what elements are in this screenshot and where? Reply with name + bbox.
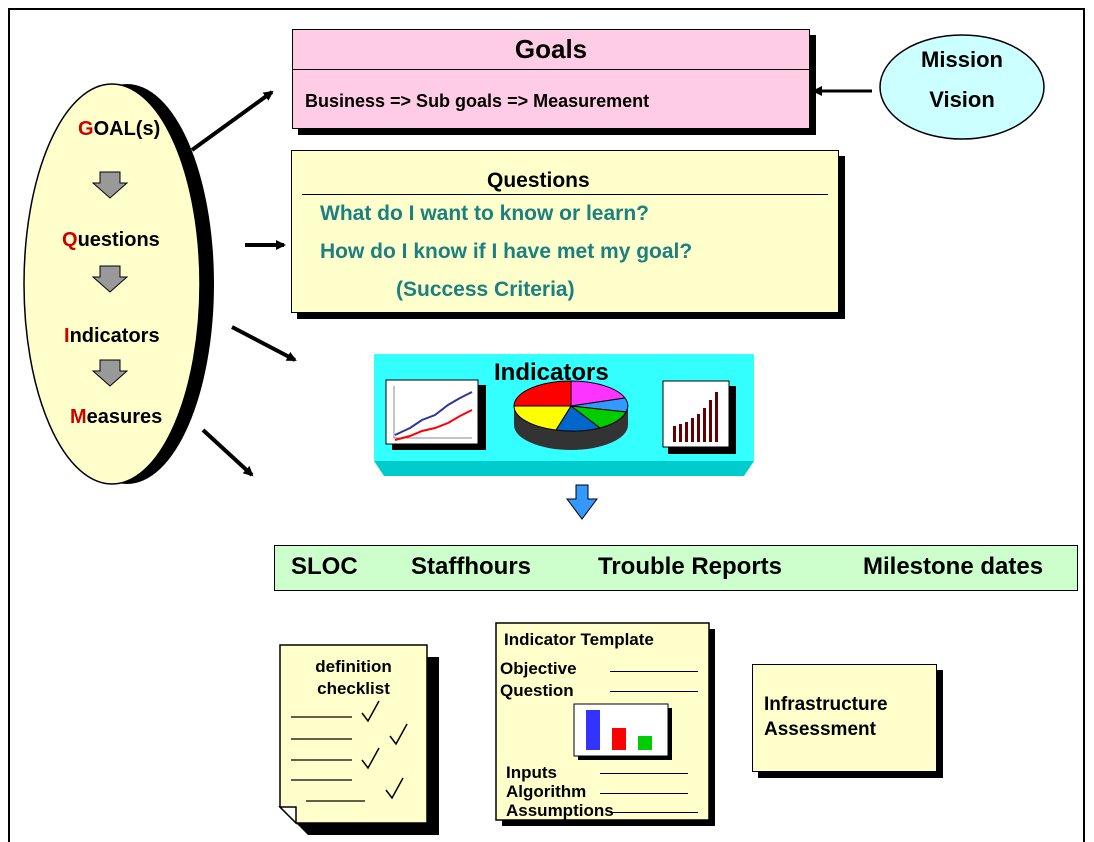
initial-letter: G xyxy=(78,118,94,140)
down-arrow-icon xyxy=(91,265,129,293)
template-field: Inputs xyxy=(506,763,557,782)
blue-down-arrow-icon xyxy=(566,484,598,520)
template-title: Indicator Template xyxy=(504,630,654,649)
mission-label: Mission xyxy=(921,47,1003,72)
initial-letter: M xyxy=(70,406,87,428)
questions-title: Questions xyxy=(487,169,590,192)
oval-item-questions: Questions xyxy=(62,229,160,252)
goals-subtitle: Business => Sub goals => Measurement xyxy=(305,91,650,111)
slide-frame xyxy=(8,8,1085,842)
item-rest: uestions xyxy=(77,229,160,251)
measure-item: Staffhours xyxy=(411,553,531,580)
questions-box: Questions What do I want to know or lear… xyxy=(291,150,839,313)
goals-box: Goals Business => Sub goals => Measureme… xyxy=(292,29,810,129)
checklist-document xyxy=(278,644,439,835)
measure-item: SLOC xyxy=(291,553,358,580)
infrastructure-box: Infrastructure Assessment xyxy=(752,664,937,772)
checklist-label: definition xyxy=(315,657,392,676)
oval-item-indicators: Indicators xyxy=(64,325,160,348)
item-rest: easures xyxy=(86,406,163,428)
template-field: Algorithm xyxy=(506,782,587,801)
vision-label: Vision xyxy=(929,87,995,112)
mission-ellipse xyxy=(879,34,1045,140)
line-chart-icon xyxy=(385,379,486,450)
template-field: Objective xyxy=(500,659,577,678)
measures-bar: SLOC Staffhours Trouble Reports Mileston… xyxy=(274,545,1078,591)
checklist-label: checklist xyxy=(317,679,390,698)
infrastructure-label: Infrastructure xyxy=(764,694,888,715)
initial-letter: I xyxy=(64,325,70,347)
measure-item: Trouble Reports xyxy=(598,553,783,580)
oval-item-goal: GOAL(s) xyxy=(78,118,160,141)
initial-letter: Q xyxy=(62,229,78,251)
bar-chart-icon xyxy=(662,380,736,454)
arrow-to-goals xyxy=(190,90,274,152)
question-line: How do I know if I have met my goal? xyxy=(320,240,693,263)
template-field: Assumptions xyxy=(506,801,614,820)
field-line xyxy=(610,671,698,672)
item-rest: ndicators xyxy=(69,325,160,347)
goals-divider xyxy=(293,69,809,70)
pie-chart-icon xyxy=(513,380,629,450)
item-rest: OAL(s) xyxy=(93,118,161,140)
arrow-to-indicators xyxy=(231,325,297,362)
question-line: (Success Criteria) xyxy=(396,278,575,301)
oval-item-measures: Measures xyxy=(70,406,162,429)
measure-item: Milestone dates xyxy=(863,553,1044,580)
down-arrow-icon xyxy=(91,359,129,387)
indicators-panel-bottom xyxy=(374,461,754,476)
goals-title: Goals xyxy=(514,34,588,64)
arrow-to-measures xyxy=(201,428,254,477)
field-line xyxy=(600,793,688,794)
template-field: Question xyxy=(500,681,574,700)
question-line: What do I want to know or learn? xyxy=(320,202,649,225)
indicators-title: Indicators xyxy=(494,359,609,386)
field-line xyxy=(600,773,688,774)
questions-divider xyxy=(302,194,828,195)
field-line xyxy=(610,812,698,813)
down-arrow-icon xyxy=(91,171,129,199)
field-line xyxy=(610,691,698,692)
infrastructure-label: Assessment xyxy=(764,719,876,740)
